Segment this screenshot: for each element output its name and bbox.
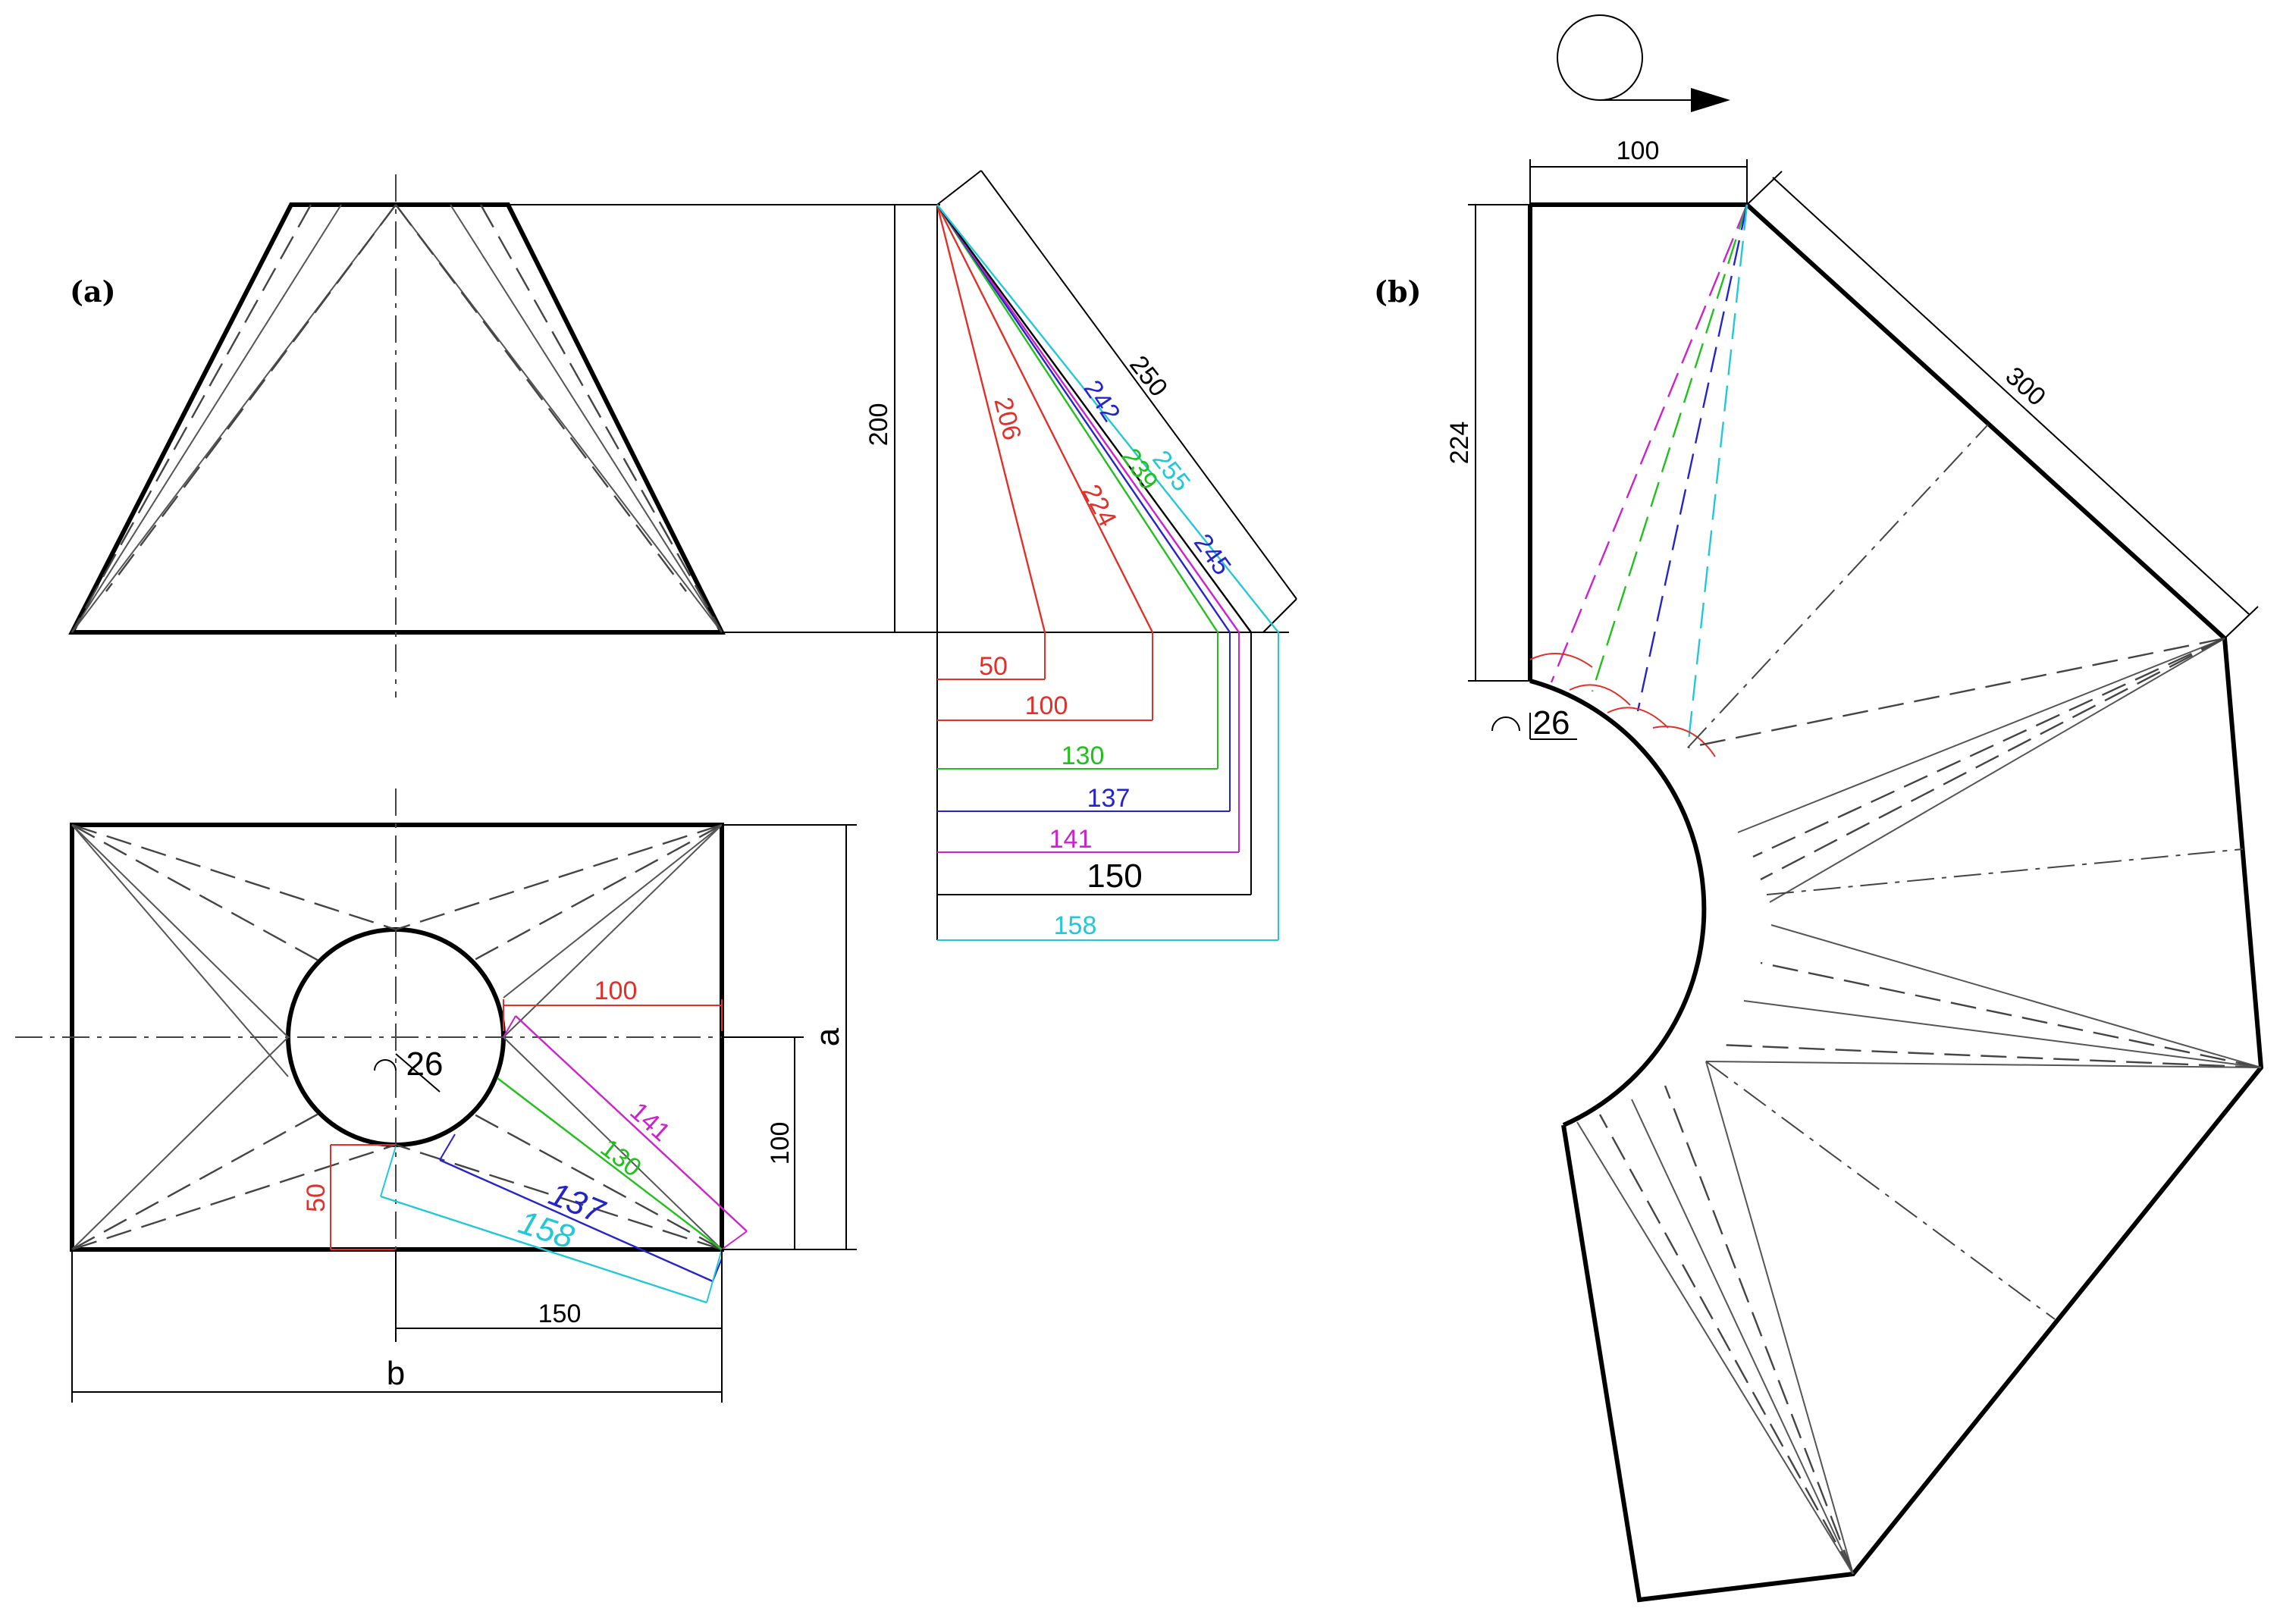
dim-slant-250: 250 [1124, 350, 1173, 402]
horiz-158: 158 [1054, 911, 1097, 940]
plan-dim-100: 100 [594, 977, 638, 1005]
front-view [68, 174, 1289, 698]
true-length-245: 245 [1188, 528, 1237, 580]
horiz-50: 50 [979, 652, 1008, 681]
pattern-dim-100: 100 [1617, 136, 1660, 165]
pattern-dim-224: 224 [1445, 422, 1474, 465]
pattern-dim-300: 300 [2000, 362, 2052, 412]
panel-b-label: (b) [1374, 274, 1422, 309]
plan-dim-150: 150 [538, 1300, 582, 1328]
horiz-141: 141 [1049, 825, 1093, 854]
plan-dim-141: 141 [625, 1097, 676, 1147]
true-length-206: 206 [988, 394, 1027, 443]
plan-dim-a: a [809, 1027, 846, 1046]
plan-dim-b: b [387, 1355, 405, 1392]
dim-height-200: 200 [864, 403, 893, 447]
true-length-224: 224 [1077, 480, 1122, 531]
true-length-242: 242 [1078, 375, 1126, 427]
horiz-130: 130 [1062, 741, 1105, 770]
rolling-direction-icon [1557, 14, 1730, 112]
horiz-137: 137 [1087, 784, 1131, 813]
front-view-outline [68, 202, 726, 635]
plan-angle-26: 26 [406, 1046, 444, 1083]
plan-dim-50: 50 [302, 1184, 331, 1212]
horiz-150: 150 [1087, 857, 1142, 895]
plan-dim-130: 130 [595, 1133, 647, 1183]
plan-dim-100-right: 100 [766, 1122, 795, 1165]
true-length-construction: 200 250 206 224 242 239 255 245 [864, 170, 1297, 941]
panel-a-label: (a) [70, 274, 116, 309]
horiz-100: 100 [1025, 691, 1068, 720]
plan-view: 100 141 130 137 158 50 26 a 100 [15, 788, 857, 1403]
pattern-angle-26: 26 [1533, 704, 1570, 741]
flat-pattern: 100 224 300 26 [1445, 136, 2264, 1603]
